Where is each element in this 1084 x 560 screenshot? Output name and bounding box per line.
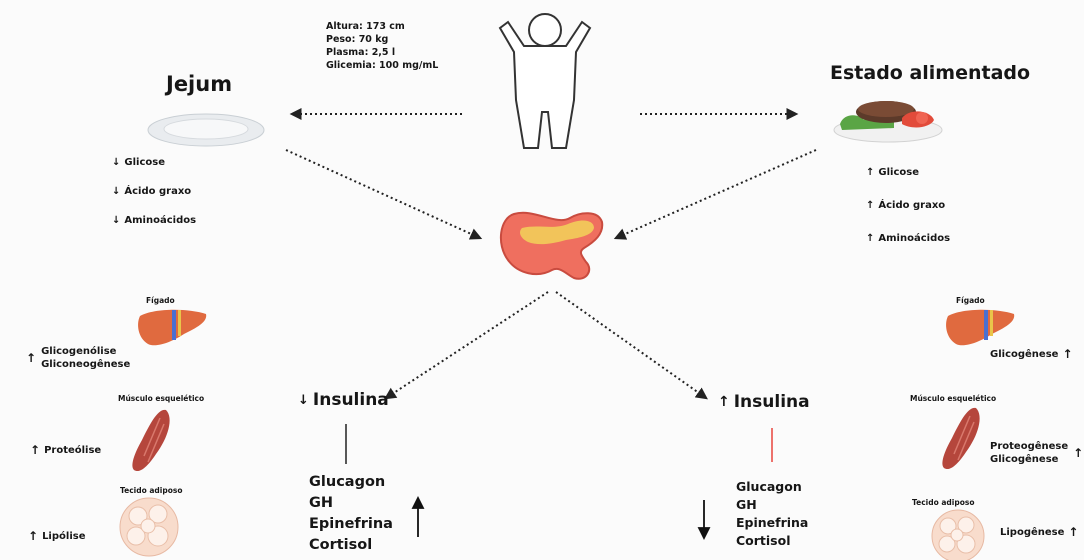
liver-icon — [946, 309, 1015, 346]
fed-hormones: Glucagon GH Epinefrina Cortisol — [736, 478, 808, 550]
hormone-cortisol: Cortisol — [736, 533, 791, 548]
arrow-pancreas-to-low-insulin — [383, 291, 549, 400]
pancreas-icon — [499, 211, 604, 280]
info-height: Altura: 173 cm — [326, 21, 405, 32]
fed-muscle-processes: Proteogênese Glicogênese ↑ — [990, 441, 1084, 465]
fasting-adipose-processes: ↑ Lipólise — [28, 529, 86, 543]
process-glycogenesis: Glicogênese — [990, 349, 1059, 360]
muscle-icon — [132, 409, 170, 472]
process-lipolysis: Lipólise — [42, 531, 86, 542]
fed-liver-title: Fígado — [956, 296, 985, 305]
hormone-gh: GH — [309, 495, 334, 511]
fasting-liver-title: Fígado — [146, 296, 175, 305]
hormone-gh: GH — [736, 497, 757, 512]
fed-title: Estado alimentado — [830, 62, 1031, 84]
hormone-epinephrine: Epinefrina — [309, 516, 393, 532]
empty-plate-icon — [147, 113, 265, 147]
arrow-fed-to-pancreas — [613, 149, 817, 240]
fasting-title: Jejum — [166, 72, 233, 96]
hormone-glucagon: Glucagon — [309, 474, 386, 490]
hormone-cortisol: Cortisol — [309, 537, 373, 553]
fed-muscle-title: Músculo esquelético — [910, 394, 997, 403]
fasting-adipose-title: Tecido adiposo — [120, 486, 183, 495]
fed-change-glucose: ↑Glicose — [866, 167, 919, 178]
food-plate-icon — [833, 101, 943, 143]
fed-changes: ↑Glicose ↑Ácido graxo ↑Aminoácidos — [866, 166, 950, 245]
info-glycemia: Glicemia: 100 mg/mL — [326, 60, 439, 71]
fasting-changes: ↓Glicose ↓Ácido graxo ↓Aminoácidos — [112, 156, 196, 227]
fed-change-fatty-acid: ↑Ácido graxo — [866, 200, 946, 211]
fasting-change-fatty-acid: ↓Ácido graxo — [112, 186, 192, 197]
arrow-fasting-to-pancreas — [285, 149, 483, 240]
person-icon — [498, 13, 592, 149]
person-info: Altura: 173 cm Peso: 70 kg Plasma: 2,5 l… — [326, 20, 438, 72]
process-gluconeogenesis: Gliconeogênese — [41, 359, 131, 370]
process-lipogenesis: Lipogênese — [1000, 527, 1065, 538]
fed-change-amino-acids: ↑Aminoácidos — [866, 233, 951, 244]
muscle-icon — [942, 407, 980, 470]
fed-adipose-title: Tecido adiposo — [912, 498, 975, 507]
fed-adipose-processes: Lipogênese ↑ — [1000, 525, 1079, 539]
process-proteogenesis: Proteogênese — [990, 441, 1069, 452]
fasting-liver-processes: ↑ Glicogenólise Gliconeogênese — [26, 346, 131, 370]
fed-insulin: ↑ Insulina — [718, 392, 810, 412]
fasting-insulin: ↓ Insulina — [298, 390, 389, 410]
arrow-pancreas-to-high-insulin — [555, 291, 708, 400]
fasting-change-glucose: ↓Glicose — [112, 157, 165, 168]
adipose-icon — [931, 509, 985, 560]
fasting-hormones: Glucagon GH Epinefrina Cortisol — [309, 472, 393, 556]
liver-icon — [138, 309, 207, 346]
info-weight: Peso: 70 kg — [326, 34, 389, 45]
fasting-muscle-title: Músculo esquelético — [118, 394, 205, 403]
fasting-change-amino-acids: ↓Aminoácidos — [112, 215, 197, 226]
fed-liver-processes: Glicogênese ↑ — [990, 347, 1073, 361]
process-glycogenolysis: Glicogenólise — [41, 346, 117, 357]
adipose-icon — [119, 497, 179, 557]
fasting-muscle-processes: ↑ Proteólise — [30, 443, 102, 457]
process-glycogenesis: Glicogênese — [990, 454, 1059, 465]
hormone-glucagon: Glucagon — [736, 479, 802, 494]
hormone-epinephrine: Epinefrina — [736, 515, 809, 530]
info-plasma: Plasma: 2,5 l — [326, 47, 396, 58]
process-proteolysis: Proteólise — [44, 445, 102, 456]
